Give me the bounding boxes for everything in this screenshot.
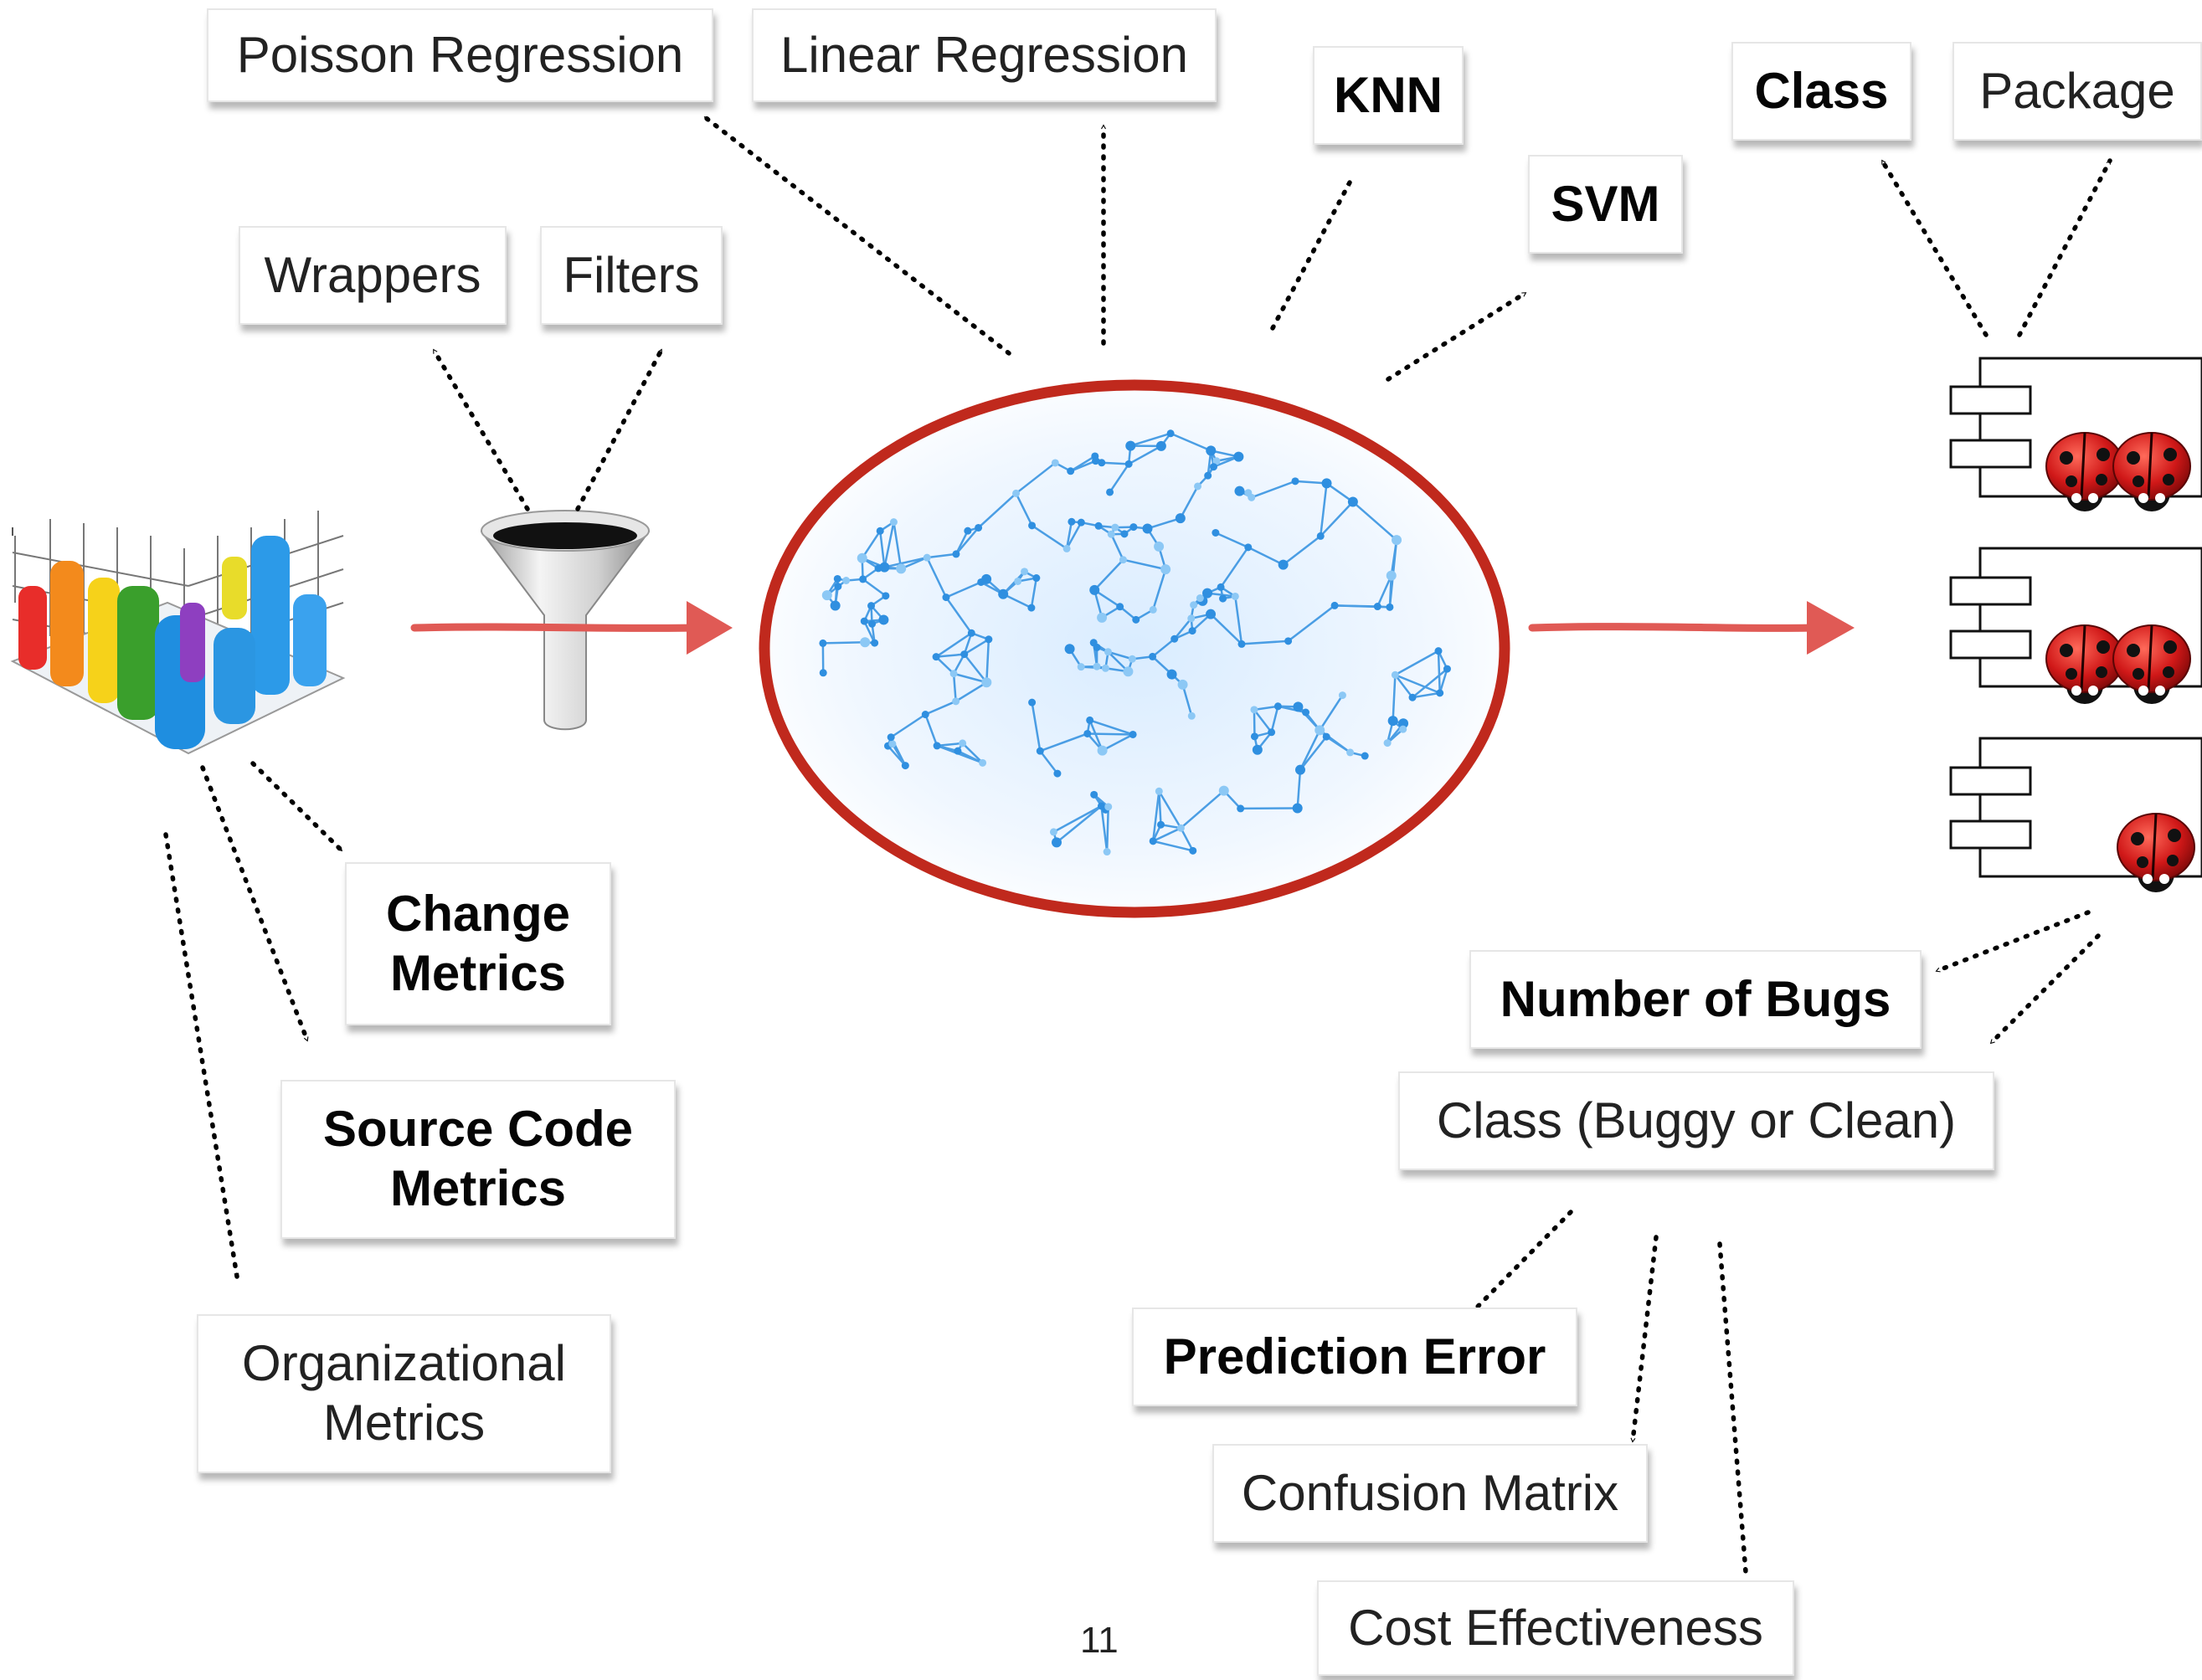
organizational-metrics-box: Organizational Metrics: [197, 1314, 611, 1473]
arrow-to-confusion-matrix: [1630, 1235, 1659, 1444]
class-granularity-box: Class: [1731, 42, 1911, 141]
number-of-bugs-label: Number of Bugs: [1500, 970, 1891, 1027]
arrow-to-change-metrics: [250, 761, 344, 853]
change-metrics-box: Change Metrics: [345, 862, 611, 1025]
wrappers-box: Wrappers: [239, 226, 507, 325]
knn-box: KNN: [1313, 46, 1464, 145]
cost-effectiveness-box: Cost Effectiveness: [1317, 1580, 1794, 1676]
package-granularity-label: Package: [1979, 62, 2175, 119]
arrow-to-poisson: [702, 115, 1011, 356]
arrow-to-class-buggy: [1988, 933, 2101, 1046]
arrow-to-filters: [575, 347, 664, 511]
linear-regression-box: Linear Regression: [752, 8, 1217, 102]
page-number: 11: [1080, 1620, 1119, 1661]
class-buggy-clean-box: Class (Buggy or Clean): [1398, 1071, 1994, 1170]
ladybug-icon: [2117, 813, 2195, 892]
ladybug-icon: [2045, 624, 2124, 704]
svm-label: SVM: [1551, 175, 1660, 232]
wrappers-label: Wrappers: [264, 246, 481, 303]
filters-box: Filters: [540, 226, 723, 325]
class-granularity-label: Class: [1754, 62, 1889, 119]
linear-regression-label: Linear Regression: [780, 26, 1188, 83]
bar-chart-icon: [10, 511, 346, 755]
poisson-regression-box: Poisson Regression: [207, 8, 713, 102]
arrow-to-svm: [1386, 290, 1528, 382]
source-code-metrics-line1: Source Code: [322, 1101, 634, 1158]
confusion-matrix-box: Confusion Matrix: [1212, 1444, 1648, 1543]
flow-arrow-output: [1528, 601, 1855, 655]
poisson-regression-label: Poisson Regression: [236, 26, 684, 83]
model-ellipse: [759, 379, 1510, 918]
prediction-error-label: Prediction Error: [1163, 1328, 1546, 1385]
knn-label: KNN: [1334, 66, 1443, 123]
confusion-matrix-label: Confusion Matrix: [1241, 1464, 1619, 1521]
ladybug-icon: [2045, 432, 2124, 511]
package-granularity-box: Package: [1952, 42, 2202, 141]
organizational-metrics-line2: Metrics: [322, 1395, 486, 1451]
arrow-to-knn: [1270, 180, 1352, 331]
ladybug-icon: [2112, 432, 2191, 511]
organizational-metrics-line1: Organizational: [242, 1335, 566, 1392]
prediction-error-box: Prediction Error: [1132, 1308, 1577, 1406]
arrow-to-package: [2017, 158, 2112, 337]
arrow-to-prediction-error: [1465, 1210, 1573, 1319]
arrow-to-wrappers: [431, 347, 530, 511]
arrow-to-number-of-bugs: [1934, 910, 2091, 974]
change-metrics-line2: Metrics: [389, 944, 567, 1001]
funnel-icon: [480, 510, 651, 731]
class-buggy-clean-label: Class (Buggy or Clean): [1436, 1092, 1957, 1148]
change-metrics-line1: Change: [385, 885, 571, 942]
flow-arrow-input: [410, 601, 733, 655]
svm-box: SVM: [1528, 155, 1683, 254]
arrow-to-source-metrics: [200, 765, 310, 1043]
brain-network-icon: [759, 379, 1510, 918]
number-of-bugs-box: Number of Bugs: [1469, 950, 1922, 1049]
ladybug-icon: [2112, 624, 2191, 704]
arrow-to-org-metrics: [163, 832, 239, 1279]
arrow-to-class: [1880, 158, 1988, 337]
cost-effectiveness-label: Cost Effectiveness: [1348, 1599, 1763, 1656]
filters-label: Filters: [563, 246, 700, 303]
arrow-to-cost-effectiveness: [1717, 1241, 1748, 1575]
source-code-metrics-box: Source Code Metrics: [280, 1080, 676, 1239]
source-code-metrics-line2: Metrics: [389, 1160, 567, 1216]
